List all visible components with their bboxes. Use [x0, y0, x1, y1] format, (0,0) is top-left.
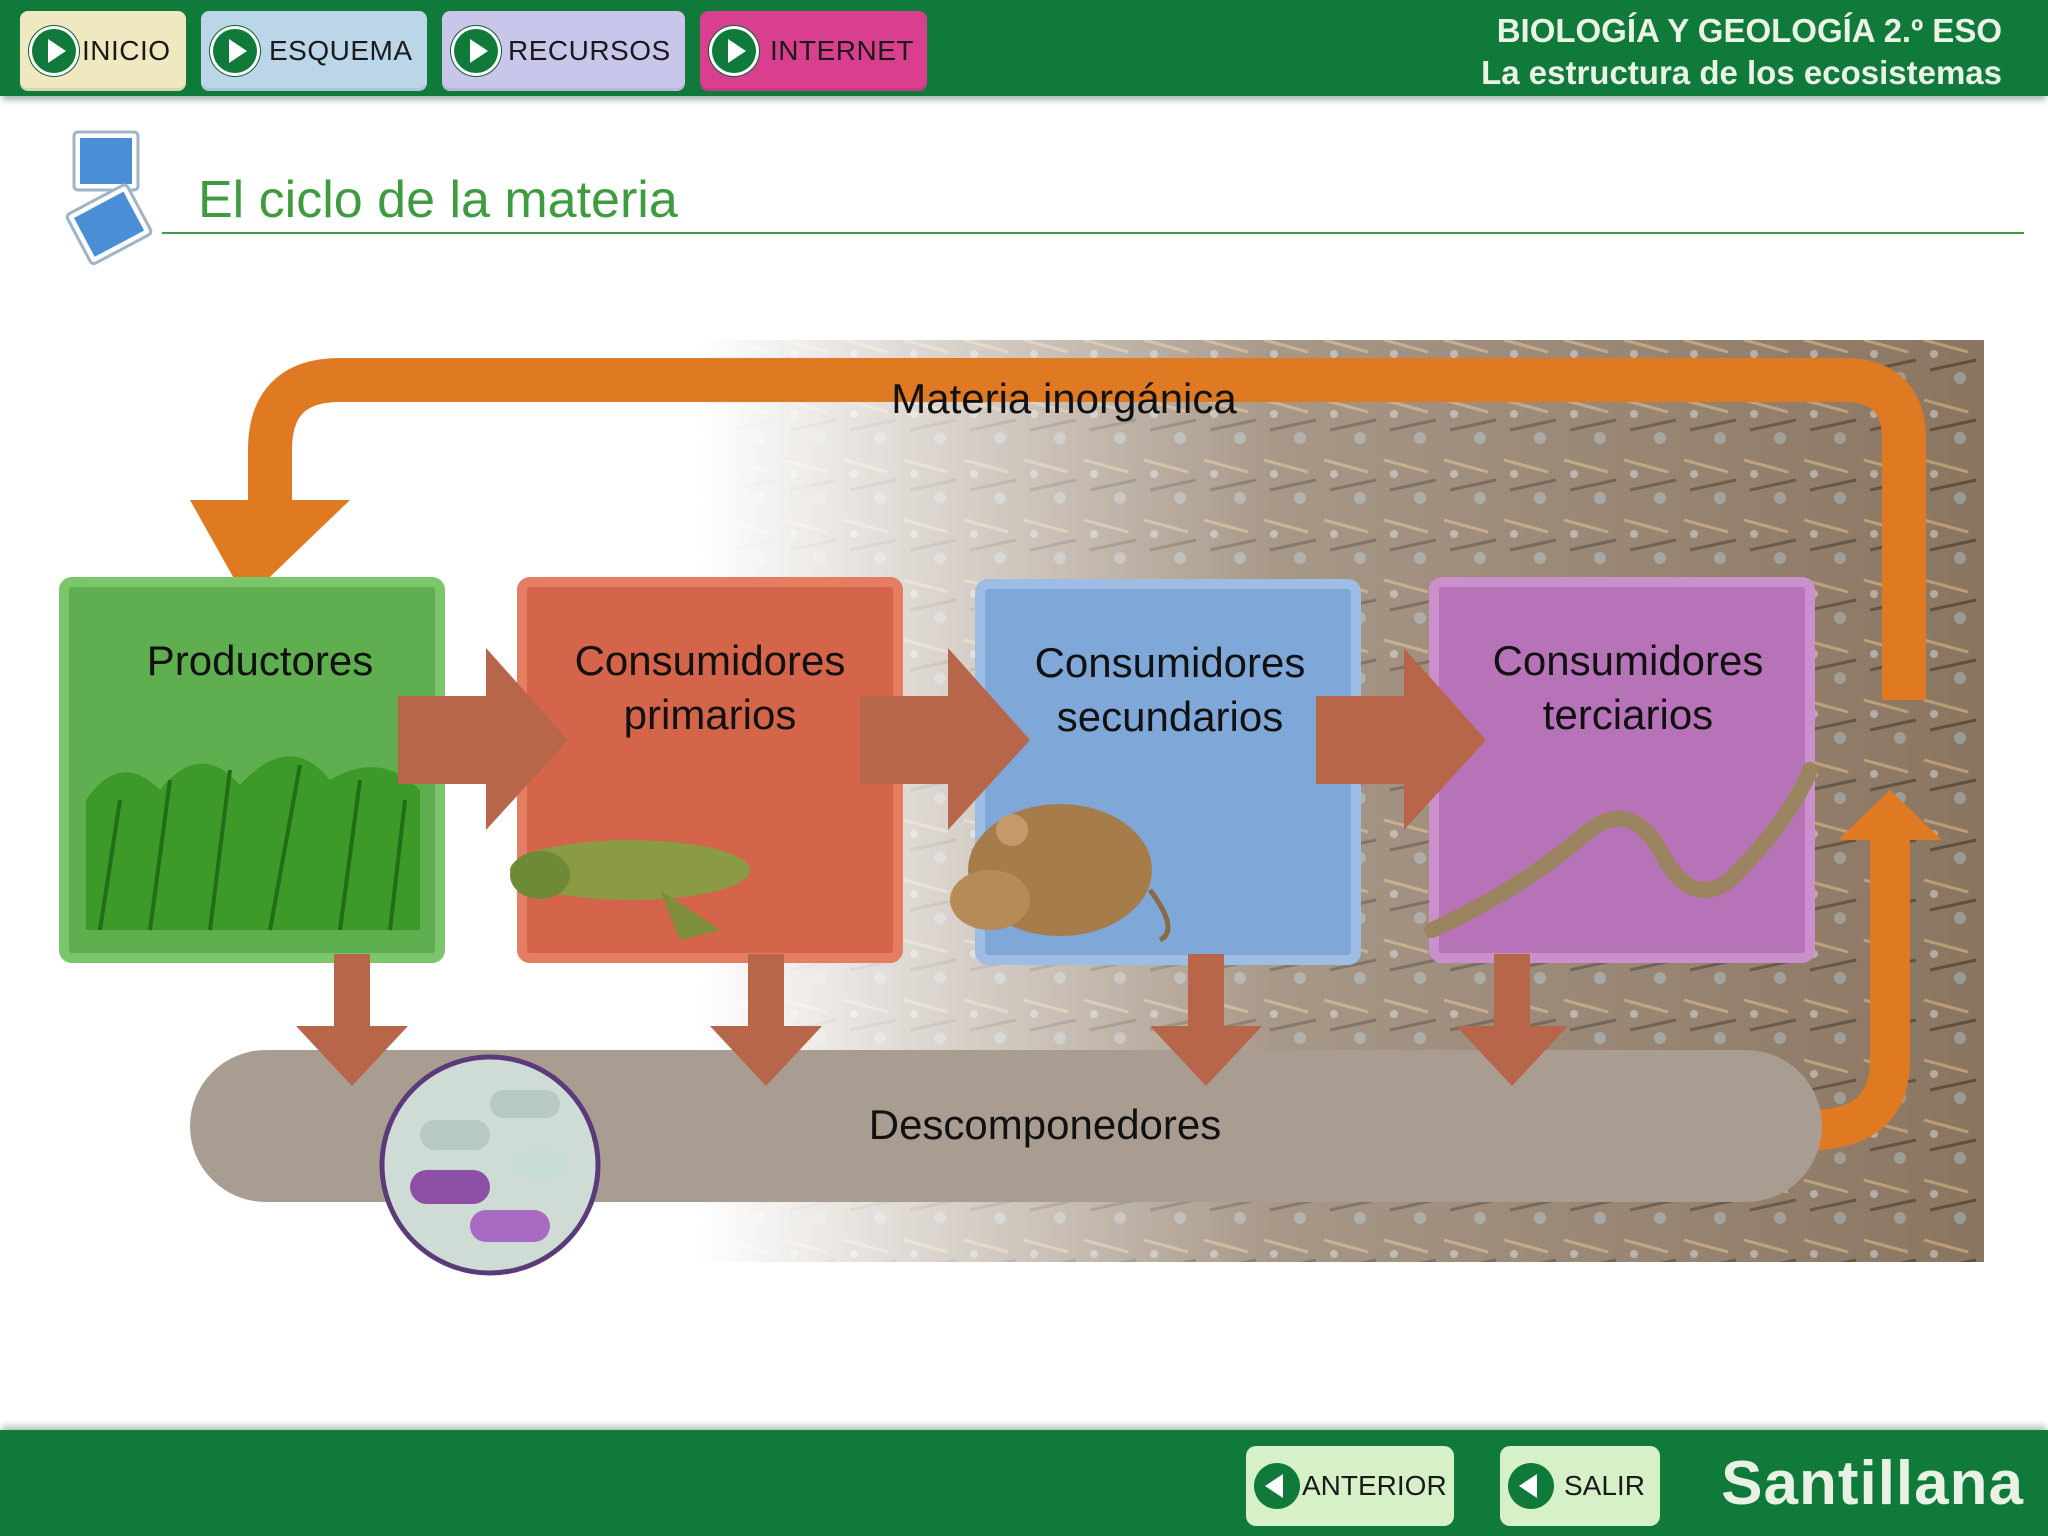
tertiary-consumers-label-line2: terciarios — [1542, 691, 1714, 738]
nav-button-internet[interactable]: INTERNET — [700, 11, 927, 91]
secondary-consumers-label-line1: Consumidores — [1034, 639, 1306, 686]
grass-image — [86, 756, 420, 931]
down-arrow-secondary — [1150, 954, 1262, 1086]
primary-consumers-label-line1: Consumidores — [574, 637, 846, 684]
header-title: BIOLOGÍA Y GEOLOGÍA 2.º ESO La estructur… — [1481, 10, 2002, 94]
previous-label: ANTERIOR — [1302, 1470, 1447, 1501]
tertiary-consumers-label-line1: Consumidores — [1492, 637, 1764, 684]
snake-image — [1424, 762, 1818, 938]
producers-label-line1: Productores — [146, 637, 374, 684]
nav-button-recursos[interactable]: RECURSOS — [442, 11, 685, 91]
previous-button[interactable]: ANTERIOR — [1246, 1446, 1454, 1526]
exit-button[interactable]: SALIR — [1500, 1446, 1660, 1526]
nav-button-inicio[interactable]: INICIO — [20, 11, 186, 91]
top-navigation-bar: INICIO ESQUEMA RECURSOS INTERNET BIOLOGÍ… — [0, 0, 2048, 96]
bottom-bar — [0, 1430, 2048, 1536]
primary-consumers-label: Consumidores primarios — [530, 634, 890, 742]
inorganic-matter-arrow — [190, 358, 1926, 700]
down-arrow-tertiary — [1456, 954, 1568, 1086]
nav-label-recursos: RECURSOS — [508, 35, 671, 66]
mouse-image — [950, 804, 1171, 943]
play-icon — [29, 26, 79, 76]
header-unit: La estructura de los ecosistemas — [1481, 54, 2002, 91]
page-title: El ciclo de la materia — [198, 171, 678, 229]
inorganic-matter-label: Materia inorgánica — [891, 375, 1237, 422]
secondary-consumers-label: Consumidores secundarios — [990, 636, 1350, 744]
back-icon — [1508, 1463, 1554, 1509]
nav-button-esquema[interactable]: ESQUEMA — [201, 11, 427, 91]
mineralization-arrow — [1809, 790, 1942, 1150]
flow-arrow-primary-to-secondary — [860, 648, 1030, 830]
nav-label-esquema: ESQUEMA — [269, 35, 413, 66]
decomposers-label: Descomponedores — [868, 1101, 1222, 1148]
header-subject: BIOLOGÍA Y GEOLOGÍA 2.º ESO — [1496, 12, 2002, 49]
primary-consumers-label-line2: primarios — [623, 691, 797, 738]
matter-cycle-diagram: Materia inorgánica Productores Consumido… — [0, 330, 2048, 1330]
flow-arrow-secondary-to-tertiary — [1316, 648, 1486, 830]
flow-arrow-producers-to-primary — [398, 648, 568, 830]
back-icon — [1254, 1463, 1300, 1509]
title-divider — [162, 232, 2024, 234]
santillana-logo: Santillana — [1721, 1449, 2024, 1518]
tertiary-consumers-label: Consumidores terciarios — [1448, 634, 1808, 742]
play-icon — [451, 26, 501, 76]
down-arrow-producers — [296, 954, 408, 1086]
nav-label-inicio: INICIO — [82, 35, 171, 66]
exit-label: SALIR — [1564, 1470, 1645, 1501]
grasshopper-image — [510, 840, 750, 940]
secondary-consumers-label-line2: secundarios — [1056, 693, 1284, 740]
play-icon — [210, 26, 260, 76]
producers-label: Productores — [80, 634, 440, 688]
down-arrow-primary — [710, 954, 822, 1086]
nav-label-internet: INTERNET — [770, 35, 914, 66]
play-icon — [709, 26, 759, 76]
bacteria-image — [379, 1054, 601, 1276]
slides-icon — [65, 130, 153, 266]
